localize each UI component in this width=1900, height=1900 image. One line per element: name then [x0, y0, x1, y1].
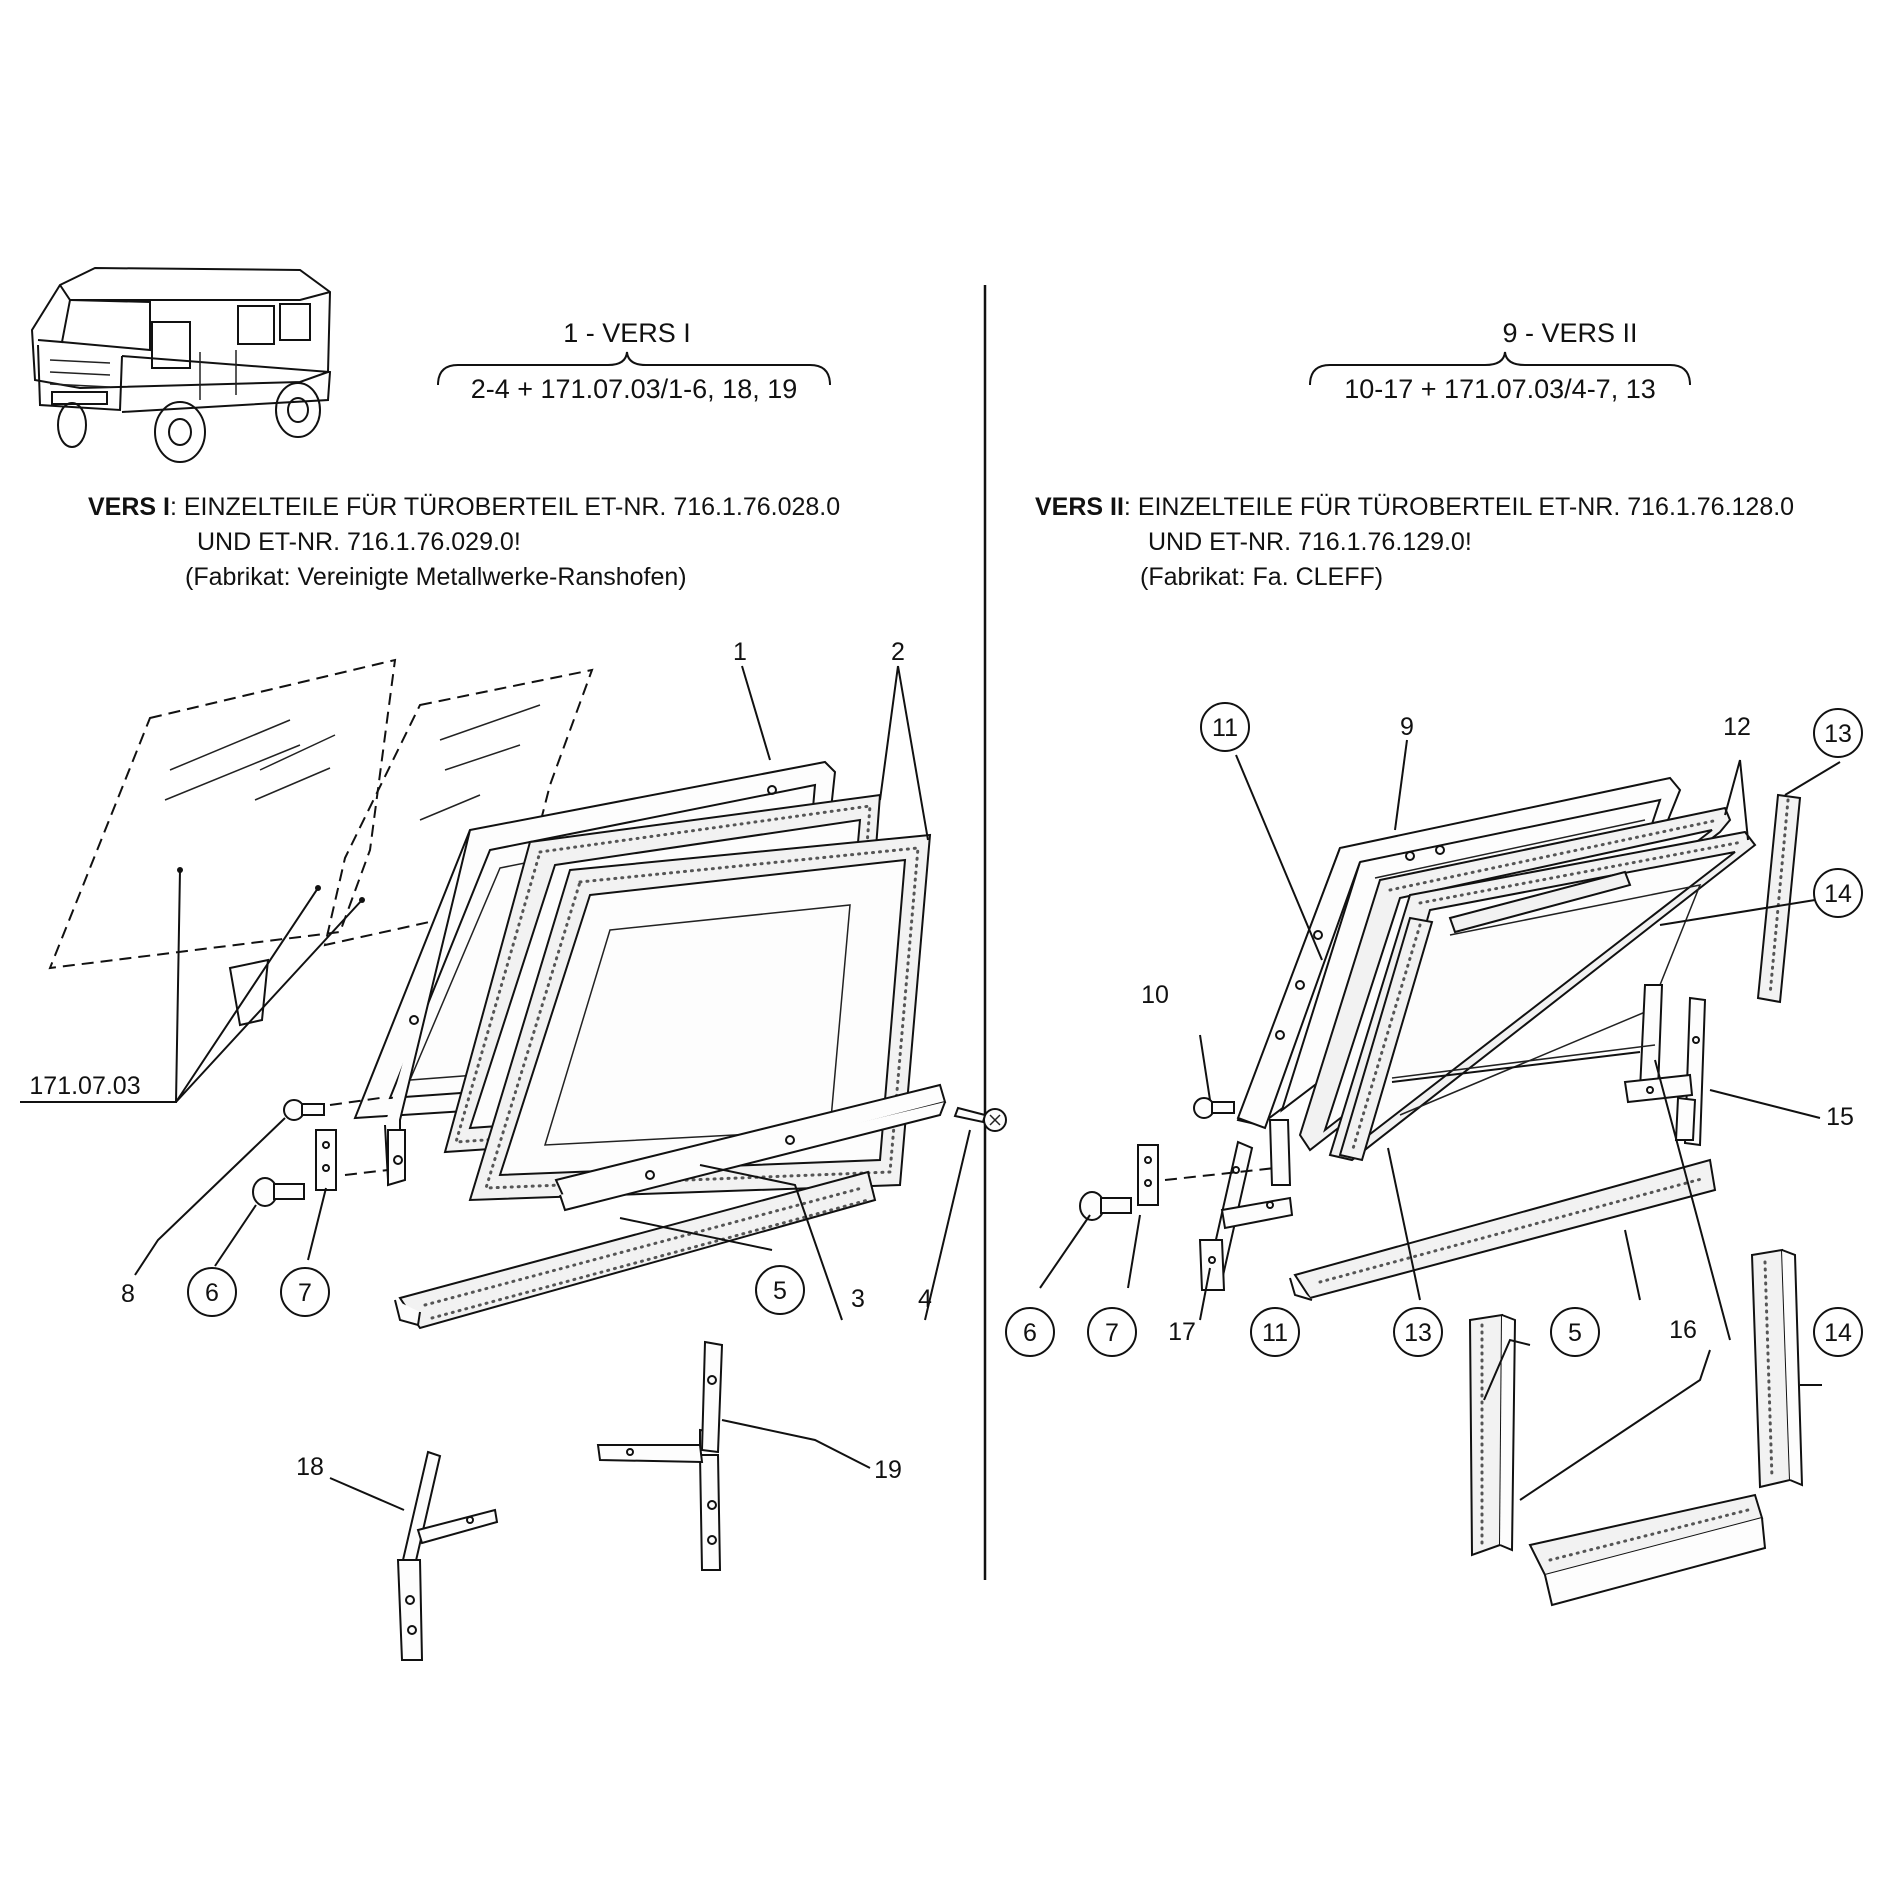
left-group-header: 1 - VERS I 2-4 + 171.07.03/1-6, 18, 19 [437, 318, 831, 404]
left-heading-bold: VERS I [88, 493, 170, 521]
callout-6-circle [187, 1267, 237, 1317]
right-heading-line3: (Fabrikat: Fa. CLEFF) [1140, 563, 1383, 591]
plate-7 [315, 1129, 337, 1191]
bottom-seal-strip-5-right [1289, 1158, 1717, 1301]
svg-text:VERS I: EINZELTEILE FÜR TÜROBE: VERS I: EINZELTEILE FÜR TÜROBERTEIL ET-N… [88, 493, 840, 521]
callout-14a-circle [1813, 868, 1863, 918]
callout-14a: 14 [1824, 880, 1852, 908]
callout-6: 6 [205, 1279, 219, 1307]
callouts-right: 9 10 11 11 12 13 13 14 14 15 16 17 5 6 7 [1005, 702, 1863, 1357]
callout-13b-circle [1393, 1307, 1443, 1357]
bolt-6-right [1079, 1191, 1132, 1221]
left-group-contents: 2-4 + 171.07.03/1-6, 18, 19 [471, 374, 798, 404]
right-heading-bold: VERS II [1035, 493, 1124, 521]
svg-text:VERS II: EINZELTEILE FÜR TÜROB: VERS II: EINZELTEILE FÜR TÜROBERTEIL ET-… [1035, 493, 1794, 521]
left-group-title: 1 - VERS I [563, 318, 691, 348]
bracket-17 [1198, 1140, 1294, 1291]
callout-14b-circle [1813, 1307, 1863, 1357]
callout-5-right: 5 [1568, 1319, 1582, 1347]
corner-bracket-19 [596, 1340, 724, 1571]
bracket-15 [1623, 996, 1707, 1147]
callout-5-circle [755, 1265, 805, 1315]
right-group-contents: 10-17 + 171.07.03/4-7, 13 [1344, 374, 1656, 404]
callout-7-circle [280, 1267, 330, 1317]
callout-6-right-circle [1005, 1307, 1055, 1357]
channel-strip-3 [554, 1083, 947, 1212]
callout-5: 5 [773, 1277, 787, 1305]
callout-3: 3 [851, 1285, 865, 1313]
left-heading-line3: (Fabrikat: Vereinigte Metallwerke-Ransho… [185, 563, 687, 591]
bolt-6 [252, 1177, 305, 1207]
callout-11a-circle [1200, 702, 1250, 752]
bottom-channel-16-detail [1528, 1493, 1767, 1607]
callout-11b: 11 [1262, 1319, 1288, 1347]
callout-7-right-circle [1087, 1307, 1137, 1357]
callout-13a-circle [1813, 708, 1863, 758]
callout-15: 15 [1826, 1103, 1854, 1131]
right-group-header: 9 - VERS II 10-17 + 171.07.03/4-7, 13 [1309, 318, 1691, 404]
callout-5-right-circle [1550, 1307, 1600, 1357]
left-heading-line2: UND ET-NR. 716.1.76.029.0! [197, 528, 521, 556]
callout-7: 7 [298, 1279, 312, 1307]
callout-17: 17 [1168, 1318, 1196, 1346]
callout-7-right: 7 [1105, 1319, 1119, 1347]
leader-lines [20, 665, 1841, 1511]
callout-10: 10 [1141, 981, 1169, 1009]
right-heading-line1: : EINZELTEILE FÜR TÜROBERTEIL ET-NR. 716… [1124, 493, 1794, 521]
window-seals-2 [443, 793, 932, 1202]
screw-10 [1193, 1097, 1235, 1119]
callout-4: 4 [918, 1285, 932, 1313]
callout-11b-circle [1250, 1307, 1300, 1357]
callout-13a: 13 [1824, 720, 1852, 748]
screw-8 [283, 1099, 325, 1121]
callout-18: 18 [296, 1453, 324, 1481]
callout-13b: 13 [1404, 1319, 1432, 1347]
right-heading-line2: UND ET-NR. 716.1.76.129.0! [1148, 528, 1472, 556]
guide-profile-14 [1750, 1248, 1804, 1489]
callout-11a: 11 [1212, 714, 1238, 742]
screw-4 [953, 1106, 1007, 1132]
corner-bracket-18 [396, 1450, 499, 1661]
callout-8: 8 [121, 1280, 135, 1308]
vehicle-illustration-icon [30, 266, 332, 463]
guide-profile-11 [1468, 1313, 1517, 1557]
bottom-seal-strip-5 [394, 1170, 877, 1330]
callout-2: 2 [891, 638, 905, 666]
callout-12: 12 [1723, 713, 1751, 741]
bottom-channel-16 [1391, 1044, 1656, 1083]
callout-16: 16 [1669, 1316, 1697, 1344]
callout-1: 1 [733, 638, 747, 666]
callouts-left: 1 2 3 4 5 6 7 8 171.07.03 18 19 [29, 638, 932, 1484]
left-heading: VERS I: EINZELTEILE FÜR TÜROBERTEIL ET-N… [88, 493, 840, 591]
callout-6-right: 6 [1023, 1319, 1037, 1347]
plate-7-right [1137, 1144, 1159, 1206]
callout-14b: 14 [1824, 1319, 1852, 1347]
callout-glass-ref: 171.07.03 [29, 1072, 140, 1100]
callout-19: 19 [874, 1456, 902, 1484]
callout-9: 9 [1400, 713, 1414, 741]
right-heading: VERS II: EINZELTEILE FÜR TÜROBERTEIL ET-… [1035, 493, 1794, 591]
left-heading-line1: : EINZELTEILE FÜR TÜROBERTEIL ET-NR. 716… [170, 493, 840, 521]
right-group-title: 9 - VERS II [1502, 318, 1637, 348]
seal-strip-13 [1338, 793, 1802, 1162]
